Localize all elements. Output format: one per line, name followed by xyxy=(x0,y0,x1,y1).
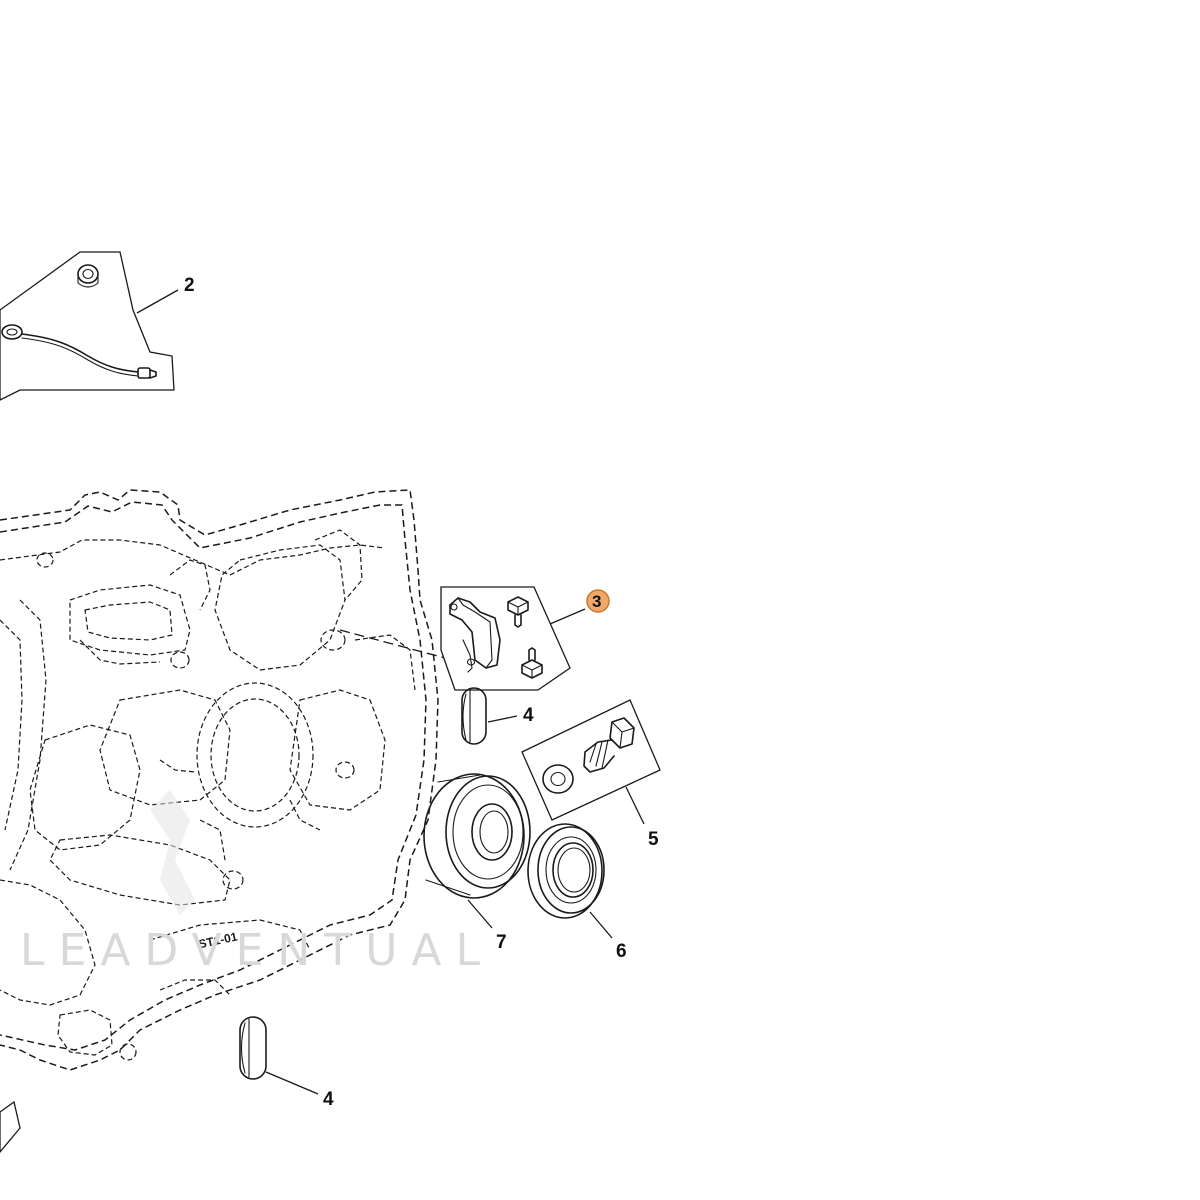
part-3-bracket-group[interactable] xyxy=(440,586,571,691)
highlight-marker xyxy=(586,589,610,613)
partial-frame-offscreen xyxy=(0,1100,21,1154)
part-4-plug-lower[interactable] xyxy=(239,1016,267,1080)
callout-5[interactable]: 5 xyxy=(648,829,659,850)
part-7-bearing[interactable] xyxy=(423,773,531,899)
part-5-plug-icon xyxy=(583,717,635,773)
leader-3 xyxy=(549,608,586,625)
part-5-drain-plug-group[interactable] xyxy=(521,699,661,821)
callout-6[interactable]: 6 xyxy=(616,941,627,962)
part-3-mount-line xyxy=(339,629,461,663)
part-2-harness-group[interactable] xyxy=(0,251,175,401)
part-3-bracket-icon xyxy=(449,597,501,673)
part-4-plug-upper[interactable] xyxy=(461,687,487,745)
leader-7 xyxy=(467,899,493,929)
leader-4-lower xyxy=(265,1071,319,1095)
callout-3-highlight[interactable]: 3 xyxy=(586,589,610,613)
part-6-oil-seal[interactable] xyxy=(527,823,605,919)
watermark-logo xyxy=(150,790,195,915)
leader-6 xyxy=(589,911,613,939)
part-2-wire-icon xyxy=(1,324,157,379)
part-2-nut-icon xyxy=(77,264,99,288)
part-3-bolt-upper-icon xyxy=(507,596,529,628)
callout-4-lower[interactable]: 4 xyxy=(323,1089,334,1110)
callout-4-upper[interactable]: 4 xyxy=(523,705,534,726)
leader-2 xyxy=(136,289,179,314)
part-3-bolt-lower-icon xyxy=(521,647,543,679)
watermark-text: LEADVENTUAL xyxy=(20,925,494,976)
callout-2[interactable]: 2 xyxy=(184,275,195,296)
leader-4-upper xyxy=(487,715,518,723)
crankcase-housing xyxy=(0,489,439,1071)
leader-5 xyxy=(625,786,645,825)
callout-3: 3 xyxy=(592,592,601,611)
part-5-washer-icon xyxy=(542,764,574,794)
callout-7[interactable]: 7 xyxy=(496,932,507,953)
